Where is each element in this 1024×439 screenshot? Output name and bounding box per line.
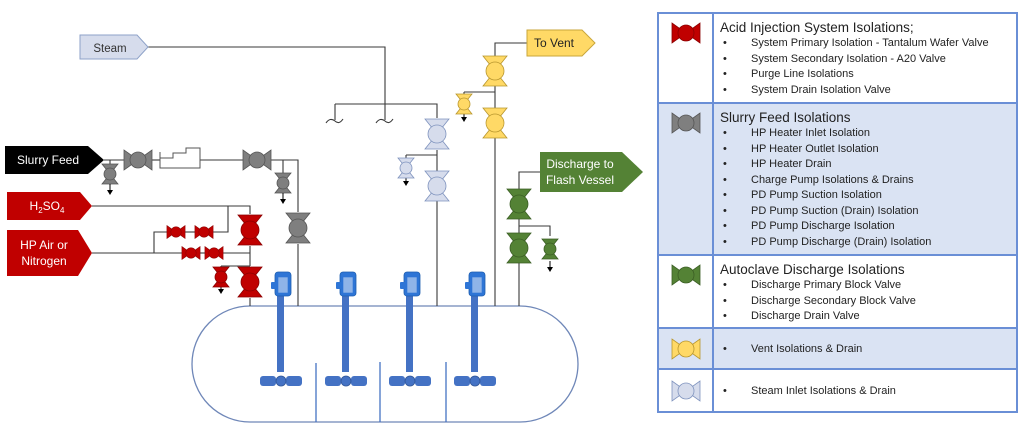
discharge-drain-valve[interactable] bbox=[541, 238, 559, 260]
legend-item: Discharge Primary Block Valve bbox=[720, 278, 1010, 294]
slurry-feed-label: Slurry Feed bbox=[17, 153, 79, 167]
agitator bbox=[389, 271, 431, 387]
legend-item: PD Pump Discharge Isolation bbox=[720, 219, 1010, 235]
grey-valve-icon bbox=[671, 112, 700, 134]
legend-row-discharge: Autoclave Discharge Isolations Discharge… bbox=[659, 256, 1016, 329]
h2so4-label: H2SO4 bbox=[30, 199, 65, 215]
hp-air-label-line2: Nitrogen bbox=[21, 254, 66, 268]
slurry-drain-valve[interactable] bbox=[101, 163, 119, 185]
legend-item: Steam Inlet Isolations & Drain bbox=[720, 384, 896, 400]
purge-line-valve[interactable] bbox=[194, 225, 214, 239]
steam-inlet: Steam bbox=[79, 34, 149, 60]
slurry-isolation-valve[interactable] bbox=[285, 212, 311, 244]
acid-secondary-isolation-valve[interactable] bbox=[237, 266, 263, 298]
hp-heater-inlet-valve[interactable] bbox=[123, 149, 153, 171]
legend-row-acid: Acid Injection System Isolations; System… bbox=[659, 14, 1016, 104]
vent-drain-valve[interactable] bbox=[455, 93, 473, 115]
slurry-feed-inlet: Slurry Feed bbox=[5, 146, 104, 174]
steam-isolation-valve[interactable] bbox=[424, 118, 450, 150]
agitator bbox=[454, 271, 496, 387]
agitator bbox=[260, 271, 302, 387]
discharge-label-line1: Discharge to bbox=[546, 157, 614, 171]
purge-line-valve[interactable] bbox=[204, 246, 224, 260]
legend-icon-cell bbox=[659, 256, 714, 327]
valve-legend: Acid Injection System Isolations; System… bbox=[657, 12, 1018, 413]
purge-line-valve[interactable] bbox=[181, 246, 201, 260]
discharge-secondary-block-valve[interactable] bbox=[506, 232, 532, 264]
legend-title: Acid Injection System Isolations; bbox=[720, 20, 914, 35]
vent-isolation-valve[interactable] bbox=[482, 107, 508, 139]
steam-isolation-valve[interactable] bbox=[424, 170, 450, 202]
legend-icon-cell bbox=[659, 104, 714, 254]
h2so4-inlet: H2SO4 bbox=[7, 192, 92, 220]
hp-air-inlet: HP Air or Nitrogen bbox=[7, 230, 92, 276]
legend-title: Autoclave Discharge Isolations bbox=[720, 262, 905, 277]
acid-primary-isolation-valve[interactable] bbox=[237, 214, 263, 246]
legend-item: Purge Line Isolations bbox=[720, 67, 1010, 83]
autoclave-vessel bbox=[191, 305, 579, 423]
legend-row-slurry: Slurry Feed Isolations HP Heater Inlet I… bbox=[659, 104, 1016, 256]
legend-row-vent: Vent Isolations & Drain bbox=[659, 329, 1016, 370]
green-valve-icon bbox=[671, 264, 700, 286]
to-vent-label: To Vent bbox=[534, 36, 575, 50]
steam-drain-valve[interactable] bbox=[397, 157, 415, 179]
legend-item: PD Pump Suction (Drain) Isolation bbox=[720, 204, 1010, 220]
slurry-drain-valve[interactable] bbox=[274, 172, 292, 194]
legend-item: Vent Isolations & Drain bbox=[720, 342, 862, 358]
legend-item: System Primary Isolation - Tantalum Wafe… bbox=[720, 36, 1010, 52]
legend-item: System Secondary Isolation - A20 Valve bbox=[720, 52, 1010, 68]
steam-label: Steam bbox=[93, 43, 126, 55]
legend-title: Slurry Feed Isolations bbox=[720, 110, 851, 125]
piping bbox=[92, 42, 551, 306]
red-valve-icon bbox=[671, 22, 700, 44]
legend-icon-cell bbox=[659, 14, 714, 102]
heater-element bbox=[159, 147, 201, 169]
purge-line-valve[interactable] bbox=[166, 225, 186, 239]
vessel-baffles bbox=[315, 362, 447, 422]
legend-item: HP Heater Inlet Isolation bbox=[720, 126, 1010, 142]
legend-item: HP Heater Drain bbox=[720, 157, 1010, 173]
drain-arrows bbox=[107, 112, 553, 294]
vent-isolation-valve[interactable] bbox=[482, 55, 508, 87]
discharge-outlet: Discharge to Flash Vessel bbox=[540, 152, 643, 192]
acid-drain-valve[interactable] bbox=[212, 266, 230, 288]
yellow-valve-icon bbox=[671, 337, 700, 360]
discharge-label-line2: Flash Vessel bbox=[546, 173, 614, 187]
light-blue-valve-icon bbox=[671, 379, 700, 402]
legend-icon-cell bbox=[659, 370, 714, 411]
legend-icon-cell bbox=[659, 329, 714, 368]
agitator bbox=[325, 271, 367, 387]
legend-item: Discharge Drain Valve bbox=[720, 309, 1010, 325]
legend-item: PD Pump Suction Isolation bbox=[720, 188, 1010, 204]
autoclave-process-diagram: Steam Slurry Feed H2SO4 HP Air or Nitrog… bbox=[5, 29, 643, 423]
legend-item: Charge Pump Isolations & Drains bbox=[720, 173, 1010, 189]
to-vent-outlet: To Vent bbox=[526, 29, 596, 57]
legend-item: Discharge Secondary Block Valve bbox=[720, 294, 1010, 310]
discharge-primary-block-valve[interactable] bbox=[506, 188, 532, 220]
legend-item: HP Heater Outlet Isolation bbox=[720, 142, 1010, 158]
legend-item: System Drain Isolation Valve bbox=[720, 83, 1010, 99]
hp-heater-outlet-valve[interactable] bbox=[242, 149, 272, 171]
legend-item: PD Pump Discharge (Drain) Isolation bbox=[720, 235, 1010, 251]
legend-row-steam: Steam Inlet Isolations & Drain bbox=[659, 370, 1016, 411]
hp-air-label-line1: HP Air or bbox=[20, 238, 68, 252]
